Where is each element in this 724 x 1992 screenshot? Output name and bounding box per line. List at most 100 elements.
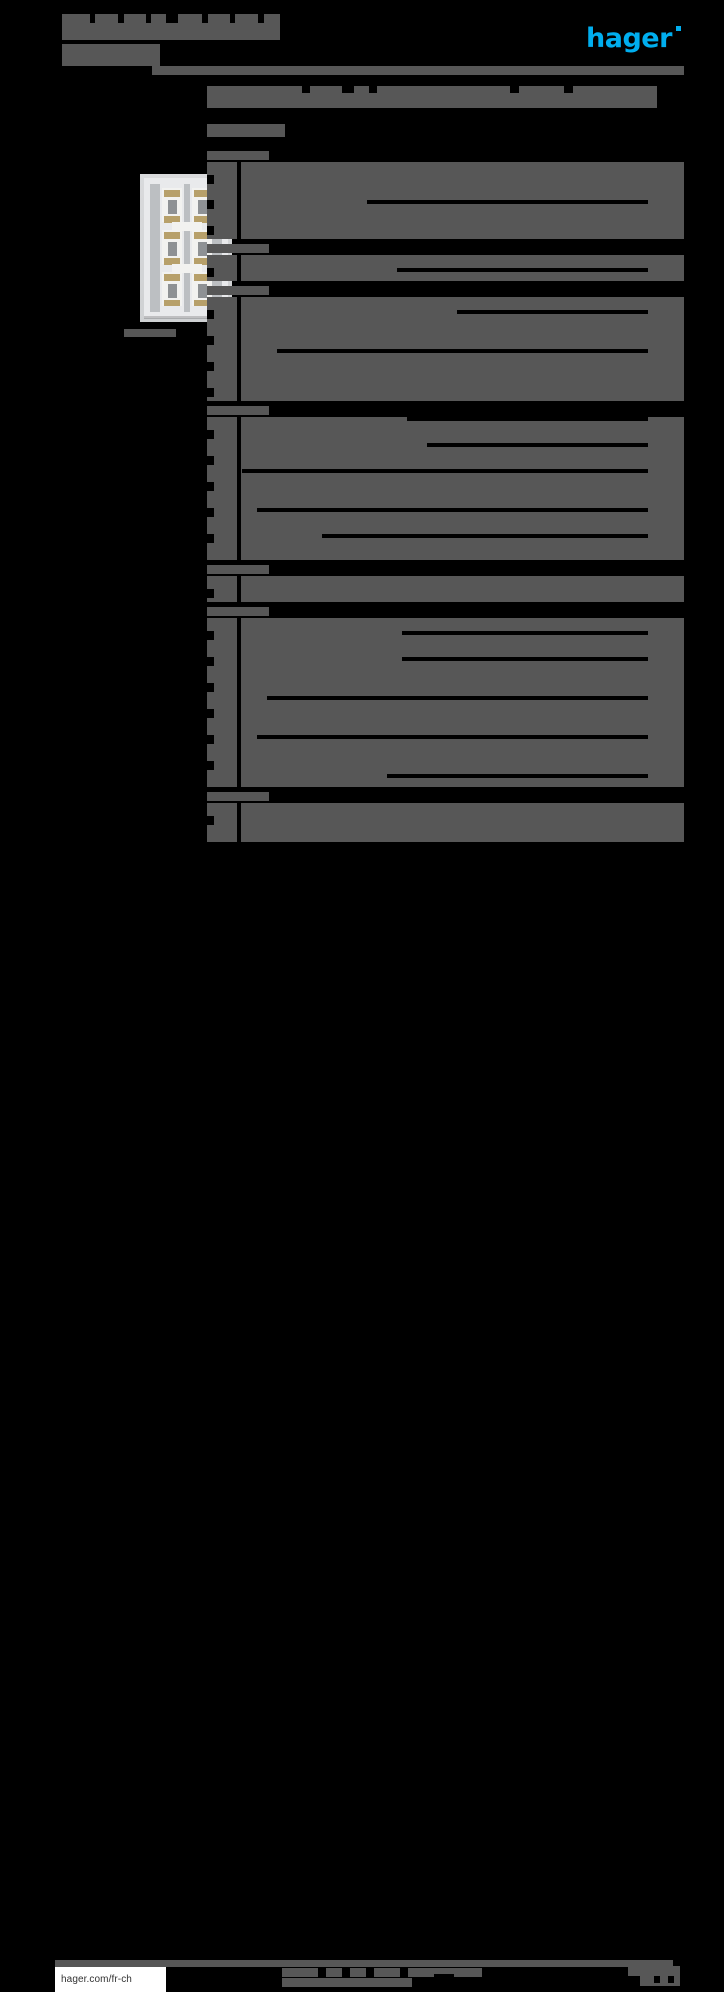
spec-label-gap [237, 175, 241, 188]
spec-group [207, 286, 684, 401]
table-row [207, 618, 684, 631]
spec-label-gap [237, 417, 241, 430]
spec-value-leader [427, 443, 648, 447]
spec-group-block [207, 417, 684, 560]
table-row [207, 774, 684, 787]
spec-label-gap [237, 310, 241, 323]
footer-url-box[interactable]: hager.com/fr-ch [55, 1967, 166, 1992]
table-row [207, 200, 684, 213]
spec-group-label [207, 607, 269, 616]
spec-value-leader [267, 696, 648, 700]
spec-row-step [207, 761, 214, 770]
table-row [207, 362, 684, 375]
spec-label-gap [237, 761, 241, 774]
spec-group-label [207, 565, 269, 574]
spec-label-gap [237, 816, 241, 829]
table-row [207, 576, 684, 589]
table-row [207, 495, 684, 508]
spec-label-gap [237, 200, 241, 213]
spec-group-label [207, 151, 269, 160]
spec-label-gap [237, 482, 241, 495]
table-row [207, 443, 684, 456]
spec-label-gap [237, 644, 241, 657]
table-row [207, 336, 684, 349]
spec-label-gap [237, 631, 241, 644]
spec-value-leader [257, 508, 648, 512]
document-page: hager [55, 14, 684, 1992]
product-caption [124, 329, 176, 337]
document-title-line-2 [62, 44, 160, 66]
product-caption-text [124, 329, 176, 337]
spec-group-block [207, 803, 684, 842]
table-row [207, 761, 684, 774]
table-row [207, 226, 684, 239]
table-row [207, 670, 684, 683]
spec-label-gap [237, 255, 241, 268]
spec-group-label [207, 792, 269, 801]
spec-value-leader [277, 349, 648, 353]
table-row [207, 709, 684, 722]
table-row [207, 388, 684, 401]
spec-label-gap [237, 430, 241, 443]
spec-row-step [207, 456, 214, 465]
table-row [207, 748, 684, 761]
spec-label-gap [237, 748, 241, 761]
spec-group-label [207, 286, 269, 295]
spec-label-gap [237, 226, 241, 239]
table-row [207, 631, 684, 644]
spec-label-gap [237, 495, 241, 508]
spec-row-step [207, 534, 214, 543]
spec-value-leader [322, 534, 648, 538]
spec-row-step [207, 508, 214, 517]
spec-row-step [207, 735, 214, 744]
table-row [207, 162, 684, 175]
main-content [207, 86, 684, 847]
table-row [207, 417, 684, 430]
spec-group-block [207, 162, 684, 239]
table-row [207, 816, 684, 829]
table-row [207, 534, 684, 547]
spec-group [207, 151, 684, 239]
section-subtitle [207, 124, 285, 137]
spec-row-step [207, 226, 214, 235]
table-row [207, 175, 684, 188]
spec-label-gap [237, 375, 241, 388]
spec-value-leader [457, 310, 648, 314]
spec-group-block [207, 618, 684, 787]
spec-label-gap [237, 774, 241, 787]
spec-label-gap [237, 443, 241, 456]
spec-group [207, 406, 684, 560]
spec-label-gap [237, 469, 241, 482]
title-letter-gaps [62, 14, 292, 23]
spec-label-gap [237, 803, 241, 816]
table-row [207, 521, 684, 534]
spec-label-gap [237, 268, 241, 281]
spec-label-gap [237, 508, 241, 521]
table-row [207, 482, 684, 495]
table-row [207, 375, 684, 388]
spec-label-gap [237, 709, 241, 722]
spec-label-gap [237, 534, 241, 547]
spec-row-step [207, 362, 214, 371]
spec-row-step [207, 430, 214, 439]
spec-group-label [207, 244, 269, 253]
table-row [207, 323, 684, 336]
spec-value-leader [242, 469, 648, 473]
table-row [207, 589, 684, 602]
spec-row-step [207, 657, 214, 666]
spec-label-gap [237, 618, 241, 631]
spec-label-gap [237, 349, 241, 362]
table-row [207, 456, 684, 469]
table-row [207, 547, 684, 560]
footer-page-number [628, 1966, 708, 1990]
spec-group [207, 607, 684, 787]
spec-label-gap [237, 336, 241, 349]
spec-value-leader [402, 657, 648, 661]
spec-label-gap [237, 670, 241, 683]
header-divider [152, 66, 684, 75]
table-row [207, 469, 684, 482]
spec-label-gap [237, 576, 241, 589]
spec-value-leader [407, 417, 648, 421]
spec-row-step [207, 589, 214, 598]
spec-group-block [207, 255, 684, 281]
